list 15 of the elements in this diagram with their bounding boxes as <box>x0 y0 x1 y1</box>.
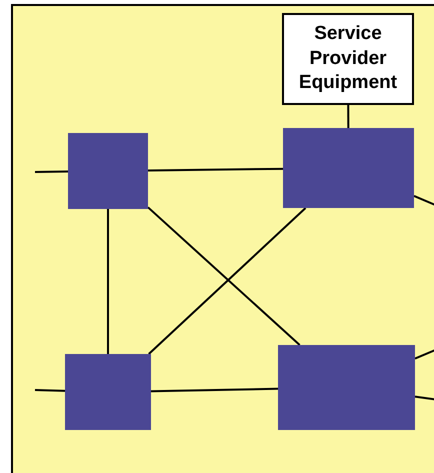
connector-line <box>414 347 434 360</box>
connector-line <box>34 389 66 392</box>
network-node-box <box>278 345 415 430</box>
connector-line <box>414 195 434 208</box>
node-label: Service Provider Equipment <box>298 22 398 96</box>
network-node-box <box>65 354 151 430</box>
network-node-box <box>283 128 414 208</box>
connector-line <box>34 170 68 173</box>
connector-line <box>150 388 278 392</box>
connector-line <box>107 209 109 354</box>
network-node-box <box>68 133 148 209</box>
equipment-box <box>282 13 414 105</box>
connector-line <box>414 396 434 401</box>
connector-line <box>347 105 350 128</box>
connector-line <box>148 168 284 172</box>
